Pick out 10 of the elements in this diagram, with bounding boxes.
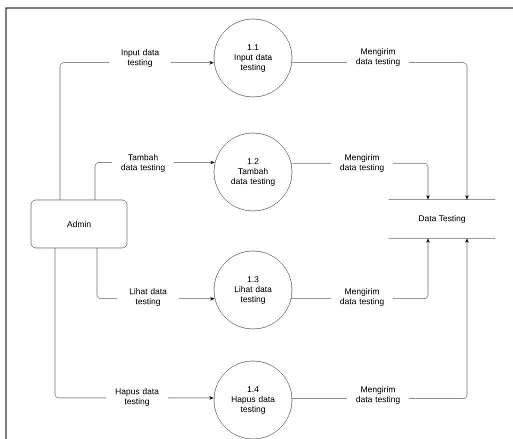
entity-box: Admin bbox=[30, 200, 128, 248]
edge-label: Input data testing bbox=[109, 48, 171, 68]
edge-label: Tambah data testing bbox=[112, 153, 174, 173]
edge-label: Mengirim data testing bbox=[331, 153, 393, 173]
edge-label: Mengirim data testing bbox=[347, 47, 409, 67]
edge-label: Lihat data testing bbox=[117, 287, 179, 307]
edge-label: Hapus data testing bbox=[106, 387, 168, 407]
data-store: Data Testing bbox=[388, 200, 496, 238]
edge-label: Mengirim data testing bbox=[347, 385, 409, 405]
edge-label: Mengirim data testing bbox=[331, 287, 393, 307]
